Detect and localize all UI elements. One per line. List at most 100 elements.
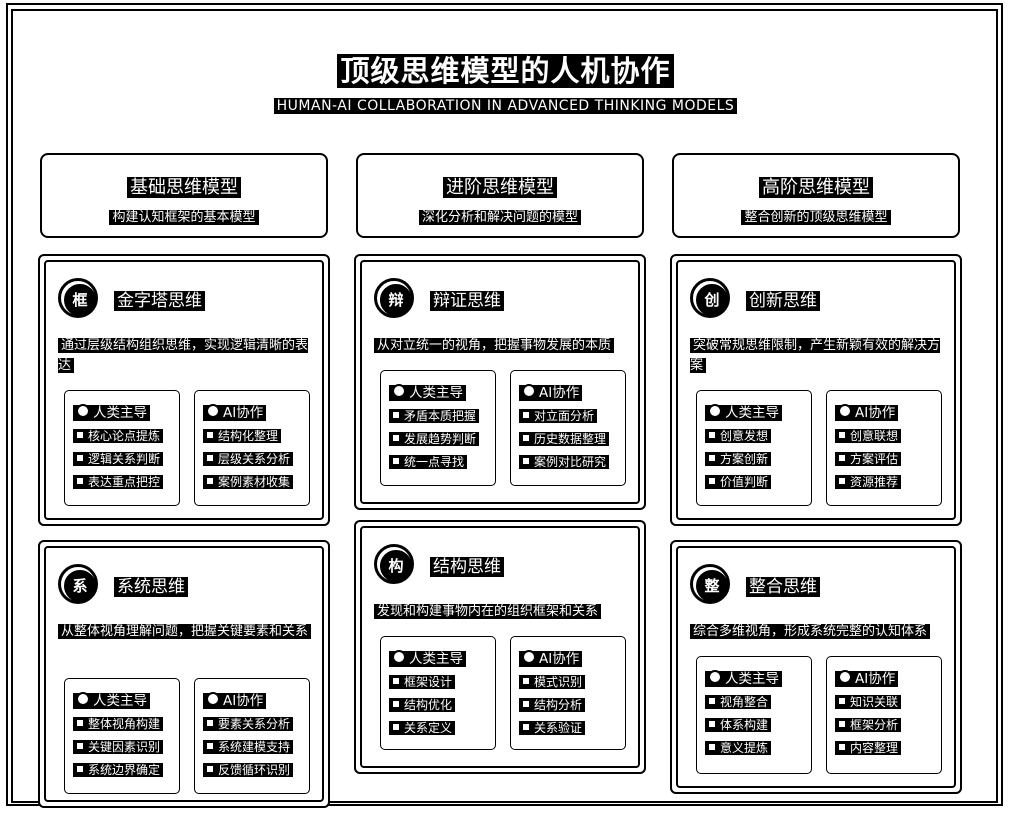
list-item: 价值判断 xyxy=(720,475,769,489)
model-card-dialectic: 辩 辩证思维 从对立统一的视角，把握事物发展的本质 人类主导 矛盾本质把握 发展… xyxy=(354,254,646,510)
bullet-icon xyxy=(838,670,852,684)
model-card-system: 系 系统思维 从整体视角理解问题，把握关键要素和关系 人类主导 整体视角构建 关… xyxy=(38,540,330,808)
list-item: 方案创新 xyxy=(720,452,769,466)
list-item: 方案评估 xyxy=(850,452,899,466)
ai-box: AI协作 模式识别 结构分析 关系验证 xyxy=(510,636,626,750)
model-card-structure: 构 结构思维 发现和构建事物内在的组织框架和关系 人类主导 框架设计 结构优化 … xyxy=(354,520,646,774)
bullet-icon xyxy=(76,692,90,706)
list-item: 要素关系分析 xyxy=(218,717,291,731)
bullet-icon xyxy=(838,404,852,418)
list-item: 历史数据整理 xyxy=(534,432,607,446)
list-item: 结构化整理 xyxy=(218,429,279,443)
human-title: 人类主导 xyxy=(93,405,147,421)
list-item: 案例素材收集 xyxy=(218,475,291,489)
card-title: 辩证思维 xyxy=(430,291,504,311)
list-item: 反馈循环识别 xyxy=(218,763,291,777)
list-item: 发展趋势判断 xyxy=(404,432,477,446)
list-item: 系统边界确定 xyxy=(88,763,161,777)
ai-title: AI协作 xyxy=(539,385,580,401)
model-card-innovation: 创 创新思维 突破常规思维限制，产生新颖有效的解决方案 人类主导 创意发想 方案… xyxy=(670,254,962,526)
human-box: 人类主导 核心论点提炼 逻辑关系判断 表达重点把控 xyxy=(64,390,180,506)
bullet-icon xyxy=(392,384,406,398)
card-desc: 突破常规思维限制，产生新颖有效的解决方案 xyxy=(690,338,941,373)
list-item: 体系构建 xyxy=(720,718,769,732)
card-desc: 从对立统一的视角，把握事物发展的本质 xyxy=(374,338,615,353)
list-item: 资源推荐 xyxy=(850,475,899,489)
list-item: 表达重点把控 xyxy=(88,475,161,489)
human-title: 人类主导 xyxy=(409,651,463,667)
bullet-icon xyxy=(392,650,406,664)
card-title: 结构思维 xyxy=(430,557,504,577)
list-item: 系统建模支持 xyxy=(218,740,291,754)
frame-icon: 框 xyxy=(58,278,98,318)
ai-title: AI协作 xyxy=(855,405,896,421)
list-item: 核心论点提炼 xyxy=(88,429,161,443)
dialectic-icon: 辩 xyxy=(374,278,414,318)
card-desc: 综合多维视角，形成系统完整的认知体系 xyxy=(690,624,931,639)
human-title: 人类主导 xyxy=(725,405,779,421)
card-desc: 通过层级结构组织思维，实现逻辑清晰的表达 xyxy=(58,338,309,373)
list-item: 逻辑关系判断 xyxy=(88,452,161,466)
column-header-basic: 基础思维模型 构建认知框架的基本模型 xyxy=(40,153,328,238)
list-item: 框架设计 xyxy=(404,675,453,689)
card-desc: 从整体视角理解问题，把握关键要素和关系 xyxy=(58,624,312,639)
integration-icon: 整 xyxy=(690,564,730,604)
card-desc: 发现和构建事物内在的组织框架和关系 xyxy=(374,604,602,619)
list-item: 层级关系分析 xyxy=(218,452,291,466)
system-icon: 系 xyxy=(58,564,98,604)
list-item: 内容整理 xyxy=(850,741,899,755)
ai-title: AI协作 xyxy=(223,693,264,709)
page-title: 顶级思维模型的人机协作 xyxy=(0,48,1011,90)
list-item: 整体视角构建 xyxy=(88,717,161,731)
list-item: 结构分析 xyxy=(534,698,583,712)
list-item: 创意联想 xyxy=(850,429,899,443)
ai-title: AI协作 xyxy=(539,651,580,667)
list-item: 关系验证 xyxy=(534,721,583,735)
ai-box: AI协作 知识关联 框架分析 内容整理 xyxy=(826,656,942,774)
column-header-expert: 高阶思维模型 整合创新的顶级思维模型 xyxy=(672,153,960,238)
card-title: 系统思维 xyxy=(114,577,188,597)
human-box: 人类主导 整体视角构建 关键因素识别 系统边界确定 xyxy=(64,678,180,794)
list-item: 创意发想 xyxy=(720,429,769,443)
card-title: 整合思维 xyxy=(746,577,820,597)
list-item: 知识关联 xyxy=(850,695,899,709)
list-item: 关系定义 xyxy=(404,721,453,735)
bullet-icon xyxy=(206,692,220,706)
list-item: 意义提炼 xyxy=(720,741,769,755)
human-title: 人类主导 xyxy=(409,385,463,401)
outer-frame xyxy=(6,3,1003,806)
human-box: 人类主导 创意发想 方案创新 价值判断 xyxy=(696,390,812,506)
column-desc: 整合创新的顶级思维模型 xyxy=(741,210,891,225)
list-item: 模式识别 xyxy=(534,675,583,689)
bullet-icon xyxy=(708,670,722,684)
human-box: 人类主导 矛盾本质把握 发展趋势判断 统一点寻找 xyxy=(380,370,496,486)
ai-box: AI协作 对立面分析 历史数据整理 案例对比研究 xyxy=(510,370,626,486)
column-desc: 深化分析和解决问题的模型 xyxy=(418,210,581,225)
column-header-advanced: 进阶思维模型 深化分析和解决问题的模型 xyxy=(356,153,644,238)
human-title: 人类主导 xyxy=(725,671,779,687)
ai-title: AI协作 xyxy=(223,405,264,421)
list-item: 矛盾本质把握 xyxy=(404,409,477,423)
structure-icon: 构 xyxy=(374,544,414,584)
inner-frame xyxy=(11,9,998,803)
list-item: 对立面分析 xyxy=(534,409,595,423)
list-item: 关键因素识别 xyxy=(88,740,161,754)
card-title: 创新思维 xyxy=(746,291,820,311)
bullet-icon xyxy=(76,404,90,418)
ai-box: AI协作 创意联想 方案评估 资源推荐 xyxy=(826,390,942,506)
bullet-icon xyxy=(522,650,536,664)
ai-title: AI协作 xyxy=(855,671,896,687)
column-title: 进阶思维模型 xyxy=(443,177,557,198)
column-title: 高阶思维模型 xyxy=(759,177,873,198)
innovation-icon: 创 xyxy=(690,278,730,318)
column-desc: 构建认知框架的基本模型 xyxy=(109,210,259,225)
bullet-icon xyxy=(206,404,220,418)
model-card-pyramid: 框 金字塔思维 通过层级结构组织思维，实现逻辑清晰的表达 人类主导 核心论点提炼… xyxy=(38,254,330,526)
human-box: 人类主导 视角整合 体系构建 意义提炼 xyxy=(696,656,812,774)
list-item: 结构优化 xyxy=(404,698,453,712)
model-card-integration: 整 整合思维 综合多维视角，形成系统完整的认知体系 人类主导 视角整合 体系构建… xyxy=(670,540,962,794)
list-item: 案例对比研究 xyxy=(534,455,607,469)
card-title: 金字塔思维 xyxy=(114,291,205,311)
list-item: 视角整合 xyxy=(720,695,769,709)
bullet-icon xyxy=(708,404,722,418)
